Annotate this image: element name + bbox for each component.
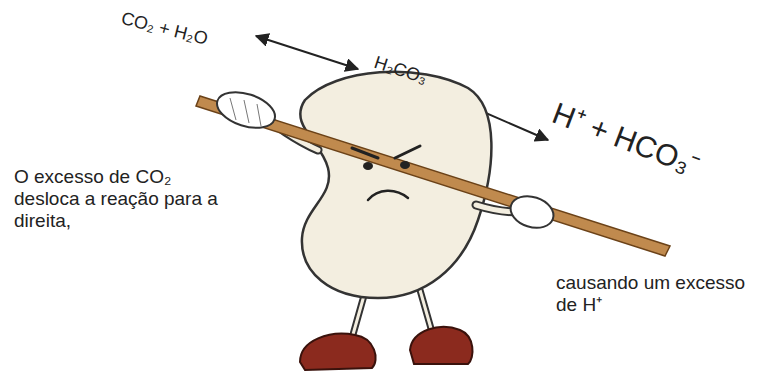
- equation-term: CO₂ + H₂O: [119, 8, 210, 49]
- explanation-note: O excesso de CO₂ desloca a reação para a…: [14, 166, 226, 232]
- equilibrium-arrow: [256, 36, 358, 69]
- glove-fingers: [230, 98, 261, 126]
- leg: [352, 292, 365, 338]
- shoe: [410, 327, 473, 364]
- eyebrow: [395, 146, 420, 158]
- leg: [420, 290, 432, 332]
- frown-mouth: [368, 191, 408, 200]
- eyebrow: [352, 148, 378, 158]
- explanation-note: causando um excesso de H⁺: [556, 272, 756, 316]
- glove: [506, 191, 557, 233]
- leg: [420, 290, 432, 332]
- eye: [363, 162, 373, 170]
- leg: [352, 292, 365, 338]
- eye: [400, 161, 410, 169]
- equation-term: H⁺ + HCO₃⁻: [548, 96, 705, 184]
- glove: [213, 86, 280, 135]
- shoe: [300, 334, 376, 370]
